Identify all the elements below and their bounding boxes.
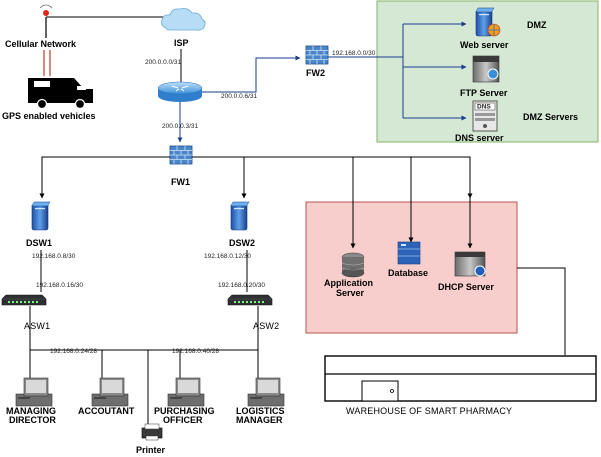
purchasing-officer-workstation-icon: [167, 377, 205, 407]
asw2-lan-link-label: 192.168.0.40/28: [172, 348, 219, 355]
fw1-dhcp-link: [192, 156, 473, 199]
server-warehouse-link: [517, 267, 566, 355]
database-label: Database: [388, 268, 428, 278]
dhcp-server-label: DHCP Server: [438, 282, 494, 292]
asw1-lan-link-label: 192.168.0.24/28: [50, 348, 97, 355]
fw1-icon: [169, 145, 193, 165]
dsw1-label: DSW1: [26, 238, 52, 248]
cloud-icon: [161, 8, 206, 31]
web-server-label: Web server: [460, 40, 509, 50]
application-server-label-1: Application: [324, 278, 373, 288]
dns-badge: DNS: [477, 104, 491, 111]
accountant-label: ACCOUTANT: [78, 406, 135, 416]
router-fw2-link-label: 200.0.0.6/31: [221, 93, 258, 100]
fw2-icon: [305, 45, 329, 65]
dsw2-asw2-link-label: 192.168.0.20/30: [218, 282, 265, 289]
asw1-label: ASW1: [24, 321, 50, 331]
printer-icon: [141, 423, 163, 441]
dmz-servers-title: DMZ Servers: [523, 112, 578, 122]
application-server-icon: [341, 252, 365, 278]
logistics-manager-label-2: MANAGER: [236, 415, 283, 425]
warehouse-label: WAREHOUSE OF SMART PHARMACY: [346, 406, 512, 416]
printer-label: Printer: [136, 445, 166, 455]
dhcp-server-icon: [454, 251, 486, 277]
asw1-icon: [1, 294, 47, 306]
vehicles-label: GPS enabled vehicles: [2, 111, 96, 121]
fw1-label: FW1: [171, 177, 190, 187]
database-icon: [397, 241, 421, 265]
dsw1-asw1-link-label: 192.168.0.16/30: [36, 282, 83, 289]
logistics-manager-workstation-icon: [247, 377, 285, 407]
router-fw1-link-label: 200.0.0.3/31: [162, 123, 199, 130]
ftp-server-label: FTP Server: [460, 88, 508, 98]
router-icon: [157, 81, 203, 102]
dsw1-icon: [31, 201, 51, 231]
managing-director-label-1: MANAGING: [6, 406, 56, 416]
isp-router-link-label: 200.0.0.0/31: [145, 59, 182, 66]
asw2-icon: [227, 294, 273, 306]
dsw2-label: DSW2: [229, 238, 255, 248]
purchasing-officer-label-2: OFFICER: [163, 415, 203, 425]
dmz-title: DMZ: [527, 20, 547, 30]
fw2-dmz-link-label: 192.168.0.0/30: [332, 50, 376, 57]
managing-director-workstation-icon: [15, 377, 53, 407]
logistics-manager-label-1: LOGISTICS: [236, 406, 285, 416]
fw2-label: FW2: [306, 68, 325, 78]
router-fw2-link: [202, 55, 301, 93]
asw2-label: ASW2: [253, 321, 279, 331]
dns-server-icon: [472, 100, 498, 132]
purchasing-officer-label-1: PURCHASING: [154, 406, 215, 416]
cellular-network-label: Cellular Network: [5, 39, 77, 49]
vehicle-icon: [28, 78, 93, 110]
dns-server-label: DNS server: [455, 133, 504, 143]
warehouse-building: [324, 355, 597, 402]
web-server-icon: [475, 7, 501, 37]
cellular-vehicle-link: [43, 50, 51, 76]
fw1-dsw1-link: [39, 156, 170, 199]
lan-drops: [29, 350, 259, 428]
ftp-server-icon: [472, 55, 500, 83]
isp-label: ISP: [174, 38, 189, 48]
fw1-dsw2-link-label: 192.168.0.12/30: [204, 253, 251, 260]
managing-director-label-2: DIRECTOR: [9, 415, 56, 425]
fw1-dsw1-link-label: 192.168.0.8/30: [32, 253, 76, 260]
application-server-label-2: Server: [336, 288, 365, 298]
lan-bus: [29, 306, 258, 351]
accountant-workstation-icon: [91, 377, 129, 407]
cellular-tower-icon: [39, 4, 53, 38]
dsw2-icon: [230, 201, 250, 231]
